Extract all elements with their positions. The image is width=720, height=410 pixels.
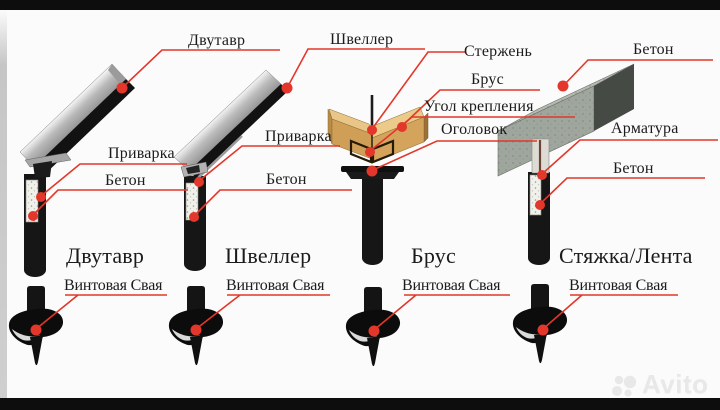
dot-ogolovok [366,165,378,177]
leader-beton-1 [32,189,188,216]
dot-privarka-2 [194,177,204,187]
callout-sterzhen: Стержень [464,43,532,60]
dot-vs-3 [368,325,380,337]
pile-label-3: Винтовая Свая [402,277,501,294]
dot-sterzhen [367,125,377,135]
leader-dvutavr [121,49,280,89]
callout-beton-top: Бетон [633,41,674,58]
leader-beton-top [562,59,713,87]
dot-beton-4 [535,200,545,210]
pile-concrete-fill-4 [529,174,542,216]
callout-beton-1: Бетон [105,172,146,189]
leader-brus [401,89,540,127]
angle-bracket [349,139,395,164]
leader-ugol [369,116,575,152]
i-beam-web [33,161,52,178]
leader-vs-2 [195,294,330,330]
bottom-letterbox-bar [0,398,720,410]
leader-vs-3 [373,294,510,331]
dot-beton-2 [189,212,199,222]
callout-brus-top: Брус [471,71,504,88]
callout-shveller-top: Швеллер [330,31,394,48]
dot-armatura [537,170,547,180]
leader-privarka-1 [40,163,187,197]
leader-beton-4 [539,177,705,205]
callout-armatura: Арматура [611,120,679,137]
dot-vs-4 [537,324,549,336]
dot-ugol [365,147,375,157]
avito-watermark: Avito [610,369,709,400]
avito-watermark-text: Avito [642,369,709,399]
leader-beton-2 [193,189,352,217]
channel-beam [173,69,288,180]
dot-privarka-1 [36,192,46,202]
leader-shveller [286,48,425,89]
dot-dvutavr [116,82,128,94]
callout-privarka-1: Приварка [108,145,175,162]
screw-tip-4 [512,284,568,364]
leader-ogolovok [372,140,537,171]
callout-ugol: Угол крепления [424,98,534,115]
dot-brus [397,122,407,132]
callout-beton-2: Бетон [266,171,307,188]
category-styazhka-lenta: Стяжка/Лента [559,243,693,268]
callout-beton-4: Бетон [613,160,654,177]
callout-ogolovok: Оголовок [441,121,508,138]
pile-label-4: Винтовая Свая [569,277,668,294]
leader-sterzhen [371,51,465,130]
pile-label-2: Винтовая Свая [226,277,325,294]
dot-vs-2 [190,324,202,336]
pile-label-1: Винтовая Свая [64,277,163,294]
callout-dots [28,80,569,337]
leader-privarka-2 [198,145,340,182]
dot-beton-top [557,80,569,92]
leader-armatura [541,139,718,175]
timber-corner [327,95,429,179]
category-shveller: Швеллер [225,243,312,268]
leader-vs-1 [35,294,167,330]
photo-left-edge [0,10,7,398]
dot-vs-1 [30,324,42,336]
category-dvutavr: Двутавр [66,243,145,268]
i-beam [19,63,135,178]
dot-shveller [281,82,293,94]
avito-logo-icon [612,375,637,397]
top-letterbox-bar [0,0,720,10]
callout-dvutavr-top: Двутавр [188,32,246,49]
dot-beton-1 [28,211,38,221]
leader-vs-4 [542,294,678,330]
pile-shaft-3 [362,176,383,265]
category-brus: Брус [411,243,456,268]
leader-lines [32,48,718,331]
callout-privarka-2: Приварка [265,128,332,145]
